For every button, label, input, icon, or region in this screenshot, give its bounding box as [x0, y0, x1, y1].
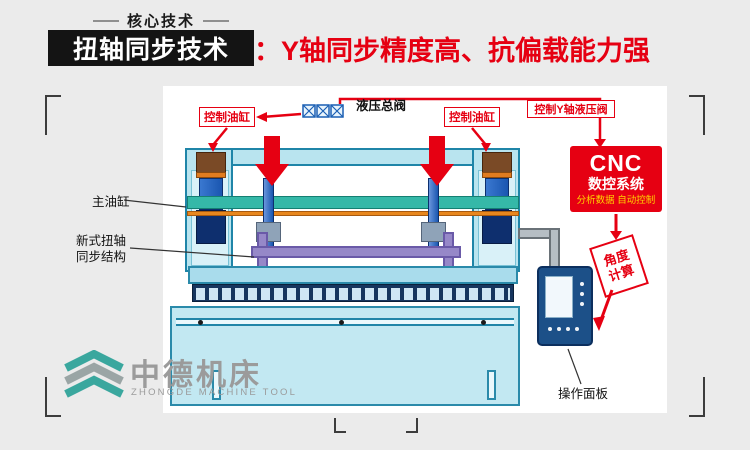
label-torsion-line2: 同步结构	[76, 250, 127, 265]
groove-bolt-left	[198, 320, 203, 325]
panel-button	[575, 327, 579, 331]
worktable-groove	[176, 318, 514, 326]
right-cylinder-cap	[482, 152, 512, 174]
panel-button	[566, 327, 570, 331]
crop-mark-bottom-left	[45, 377, 61, 417]
torsion-shaft-bar	[251, 246, 461, 258]
groove-bolt-center	[339, 320, 344, 325]
kicker-row: 核心技术	[85, 10, 237, 31]
panel-screen	[545, 276, 573, 318]
sync-rod-orange	[187, 211, 519, 216]
kicker-line-right	[203, 19, 229, 22]
cnc-subtitle: 数控系统	[588, 176, 644, 193]
label-control-cylinder-right: 控制油缸	[444, 107, 500, 127]
groove-bolt-right	[481, 320, 486, 325]
panel-button	[548, 327, 552, 331]
left-cylinder-cap	[196, 152, 226, 174]
left-cylinder-band	[196, 172, 226, 178]
kicker-line-left	[92, 19, 119, 22]
brand-name: 中德机床	[130, 359, 262, 392]
label-main-cylinder: 主油缸	[92, 195, 130, 209]
panel-button	[580, 282, 584, 286]
logo-chevron-icon	[64, 350, 124, 398]
bed-slot-left	[212, 370, 221, 400]
panel-button	[557, 327, 561, 331]
bed-slot-right	[487, 370, 496, 400]
cnc-description: 分析数据 自动控制	[576, 195, 656, 207]
brand-subtitle: ZHONGDE MACHINE TOOL	[131, 387, 298, 398]
panel-button	[580, 302, 584, 306]
kicker-label: 核心技术	[126, 13, 195, 30]
sync-beam-teal	[187, 196, 519, 209]
right-guide-rod	[428, 178, 439, 254]
label-hydraulic-main-valve: 液压总阀	[356, 99, 407, 113]
label-control-y-valve: 控制Y轴液压阀	[527, 100, 615, 118]
right-cylinder-band	[482, 172, 512, 178]
title-tagline: ：Y轴同步精度高、抗偏载能力强	[254, 35, 651, 66]
panel-button	[580, 292, 584, 296]
label-control-cylinder-left: 控制油缸	[199, 107, 255, 127]
tool-clamp-strip	[192, 284, 514, 302]
label-torsion-structure: 新式扭轴 同步结构	[76, 233, 126, 266]
title-highlight-box: 扭轴同步技术	[48, 30, 254, 66]
ram-beam	[188, 266, 518, 284]
machine-top-beam	[185, 148, 520, 166]
crop-mark-top-left	[45, 95, 61, 135]
label-operation-panel: 操作面板	[558, 387, 609, 401]
crop-mark-top-right	[689, 95, 705, 135]
crop-mark-bottom-center-right	[406, 418, 418, 433]
cnc-title: CNC	[589, 150, 643, 177]
crop-mark-bottom-center-left	[334, 418, 346, 433]
label-torsion-line1: 新式扭轴	[76, 234, 127, 248]
cnc-system-box: CNC 数控系统 分析数据 自动控制	[570, 146, 662, 212]
tool-clamp-pattern	[196, 288, 510, 300]
crop-mark-bottom-right	[689, 377, 705, 417]
